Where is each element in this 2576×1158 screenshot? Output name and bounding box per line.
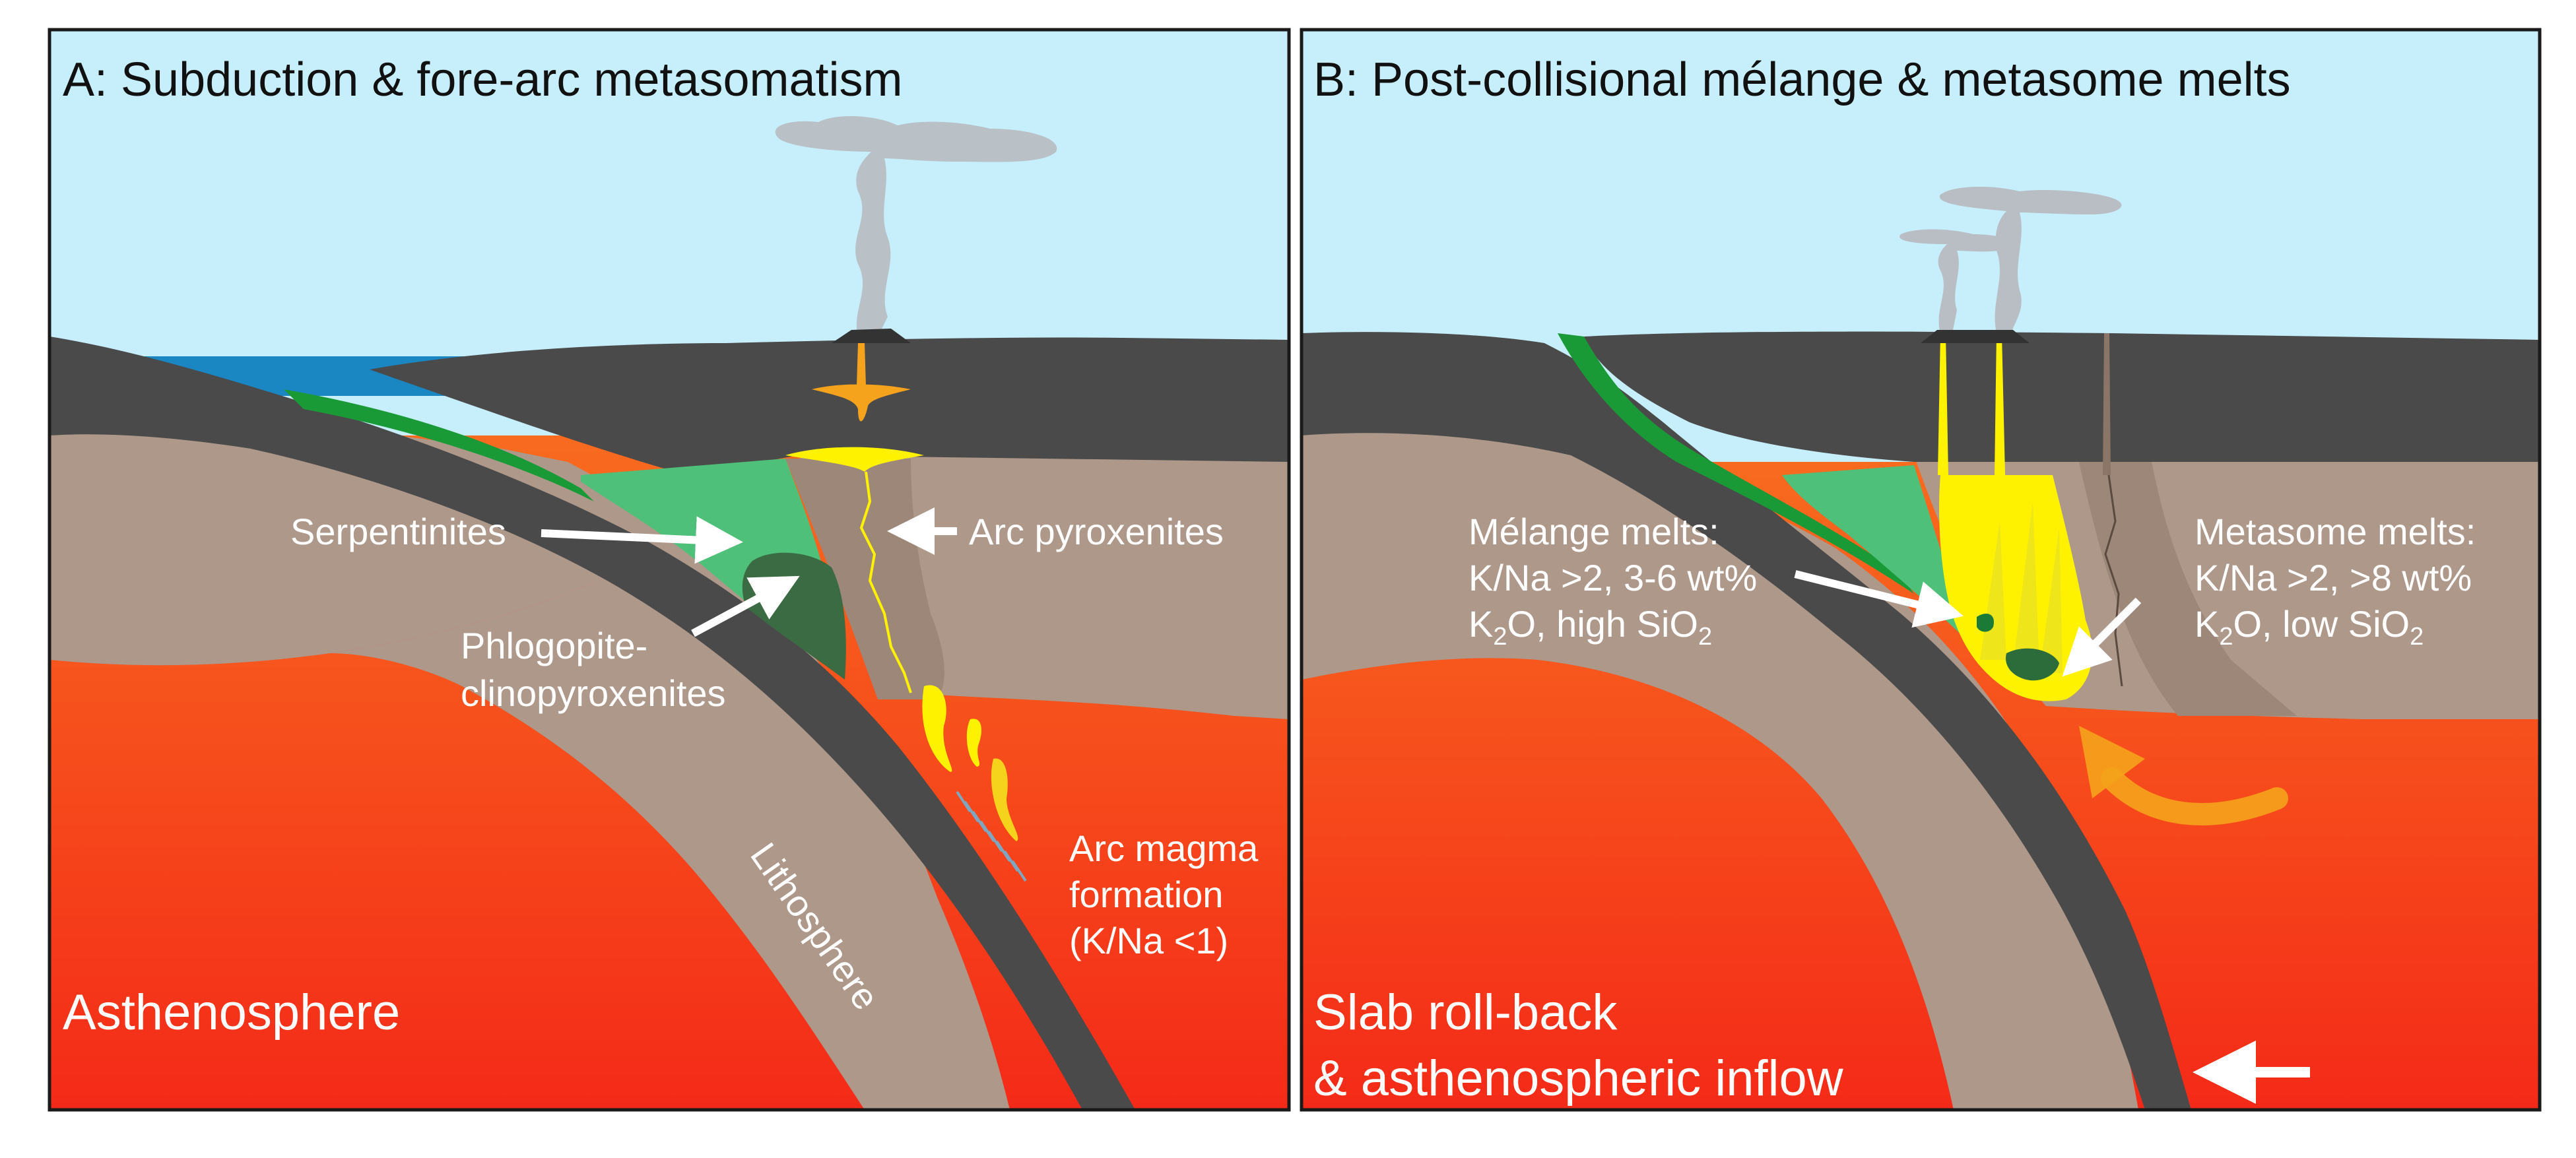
label-melange-3: K2O, high SiO2 [1469, 603, 1712, 651]
crack-b [2104, 474, 2123, 687]
metasome-blob-b [2006, 648, 2059, 681]
lithosphere-left-a [50, 422, 693, 666]
volcano-plume-a [775, 115, 1057, 337]
label-melange-2: K/Na >2, 3-6 wt% [1469, 557, 1757, 598]
lithosphere-plate-a [330, 534, 1010, 1110]
label-arc-pyroxenites: Arc pyroxenites [969, 511, 1224, 552]
crust-overriding-a [370, 337, 1289, 475]
panel-a-frame [48, 28, 1291, 1112]
melange-blob-1-b [1977, 614, 1994, 632]
green-layer-b [1558, 333, 1914, 594]
faded-dike-b [2103, 333, 2111, 475]
arrow-phlogopite [691, 575, 800, 637]
label-rollback-1: Slab roll-back [1313, 984, 1618, 1041]
panel-b [1302, 30, 2540, 1110]
arrow-metasome [2062, 597, 2142, 677]
panel-b-title: B: Post-collisional mélange & metasome m… [1313, 53, 2291, 106]
arrow-melange [1794, 570, 1964, 628]
inflow-arrow-head-b [2079, 726, 2145, 798]
volcano-plume-2-b [1939, 187, 2122, 333]
volcano-cone-a [832, 329, 911, 343]
melt-dike-a [859, 471, 912, 693]
label-metasome-3: K2O, low SiO2 [2195, 603, 2424, 651]
volcano-cone-b [1921, 330, 2030, 343]
melt-chamber-a [785, 447, 924, 472]
panel-a [50, 30, 1289, 1110]
slab-a [50, 337, 1135, 1110]
label-serpentinites: Serpentinites [290, 511, 506, 552]
label-phlogopite-2: clinopyroxenites [461, 672, 726, 714]
panel-b-frame [1300, 28, 2542, 1112]
melt-droplet-2-a [966, 719, 981, 767]
melt-droplet-1-a [922, 685, 952, 772]
fluid-release-hatch-a [956, 790, 1027, 882]
label-arc-magma-2: formation [1069, 874, 1223, 915]
dike-1-b [1938, 333, 1948, 475]
arc-magma-chamber-a [812, 343, 911, 422]
label-phlogopite-1: Phlogopite- [461, 625, 647, 666]
melt-spikes-b [1980, 501, 2063, 673]
melt-droplet-3-a [991, 758, 1018, 841]
label-metasome-1: Metasome melts: [2195, 511, 2476, 552]
panel-a-title: A: Subduction & fore-arc metasomatism [63, 53, 903, 106]
arrow-serpentinites [541, 516, 743, 564]
metasome-column-b [2079, 462, 2297, 716]
label-asthenosphere: Asthenosphere [63, 984, 400, 1041]
crust-overriding-b [1584, 331, 2540, 462]
lithosphere-left-b [1302, 422, 2138, 1110]
label-melange-1: Mélange melts: [1469, 511, 1719, 552]
label-arc-magma-3: (K/Na <1) [1069, 920, 1228, 961]
inflow-arrow-curve-b [2101, 767, 2288, 825]
label-metasome-2: K/Na >2, >8 wt% [2195, 557, 2472, 598]
dike-2-b [1995, 333, 2005, 475]
label-rollback-2: & asthenospheric inflow [1313, 1050, 1844, 1107]
green-layer-a [284, 389, 594, 501]
label-arc-magma-1: Arc magma [1069, 827, 1259, 869]
slab-b [1302, 332, 2191, 1110]
